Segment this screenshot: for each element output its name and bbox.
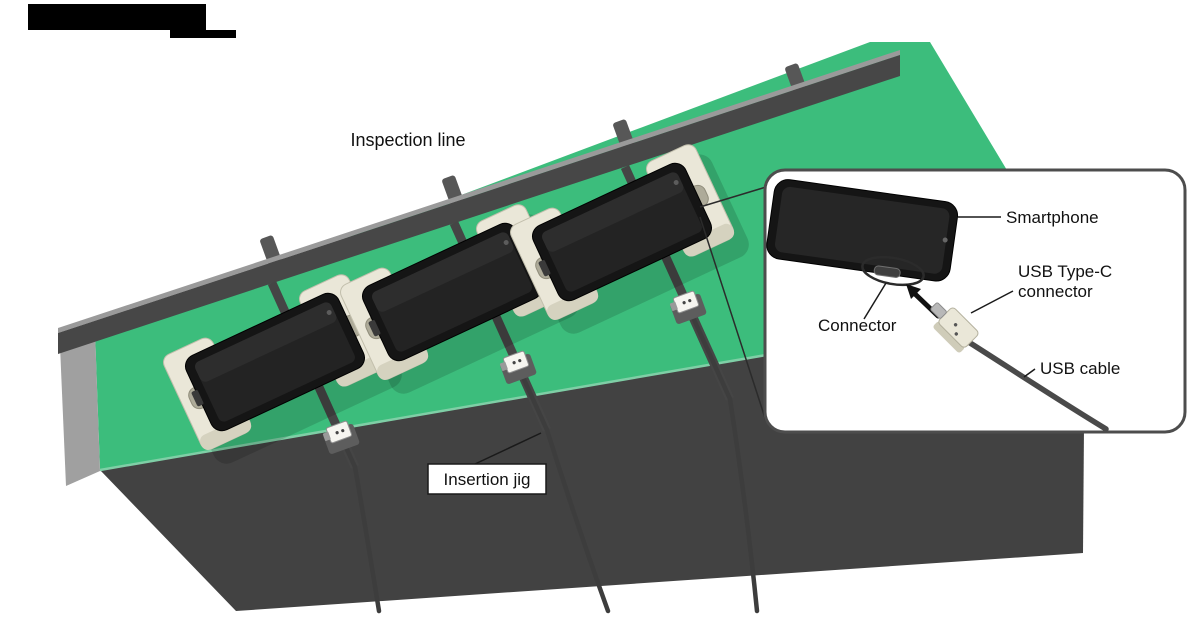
insertion-jig-leader-line [474, 432, 542, 465]
jig-block-back-side [377, 347, 429, 380]
usb-type-c-label-line1: USB Type-C [1018, 262, 1112, 281]
insertion-jig-label-box [427, 463, 547, 495]
connector-label: Connector [818, 316, 897, 335]
usb-cable-station-2 [513, 359, 611, 614]
usb-cable-label: USB cable [1040, 359, 1120, 378]
connector-metal-tip [930, 302, 947, 319]
plug-tip [669, 301, 678, 311]
usb-cable-station-3 [683, 299, 760, 614]
phone-connector-port [191, 390, 204, 407]
inspection-line-label: Inspection line [350, 130, 465, 150]
plug-tip [322, 431, 331, 441]
insertion-jig-label: Insertion jig [444, 470, 531, 489]
usb-plug-block-3 [669, 290, 700, 314]
callout-leader-top [699, 186, 767, 208]
phone-station-1 [163, 274, 402, 464]
connector-side-face [933, 321, 965, 353]
usb-cable-leader-line [1023, 368, 1036, 378]
plug-tip [499, 361, 508, 371]
phone-connector-port [368, 320, 381, 337]
belt-end-cap [60, 331, 100, 486]
connector-highlight-ellipse [861, 255, 925, 287]
screen-glare [542, 172, 684, 252]
usb-type-c-leader-line [970, 290, 1014, 314]
usb-plug-block-2 [499, 350, 530, 374]
back-rail [58, 55, 900, 354]
phone-connector-port [538, 260, 551, 277]
smartphone-screen [372, 232, 532, 352]
callout-leader-bottom [699, 216, 767, 422]
usb-type-c-connector [930, 302, 979, 353]
callout-usb-cable [964, 338, 1109, 432]
camera-dot-icon [942, 237, 948, 243]
connector-leader-line [863, 282, 887, 320]
smartphone-screen [774, 186, 950, 274]
back-rail-top-face [58, 50, 900, 333]
jig-block-front-side [683, 223, 735, 257]
phone-station-3 [510, 144, 749, 334]
camera-dot-icon [326, 309, 332, 315]
screen-glare [195, 302, 337, 382]
callout-smartphone [766, 179, 959, 282]
usb-cable-station-1 [336, 429, 382, 614]
jig-block-back-side [547, 287, 599, 320]
camera-dot-icon [673, 179, 679, 185]
smartphone-screen [542, 172, 702, 292]
jig-block-back-side [200, 417, 252, 450]
camera-dot-icon [503, 239, 509, 245]
detail-callout: Smartphone USB Type-C connector Connecto… [763, 168, 1187, 434]
screen-glare [372, 232, 514, 312]
masthead-bar-small [170, 30, 236, 38]
usb-plug-block-1 [322, 420, 353, 444]
smartphone-screen [195, 302, 355, 422]
insert-arrow-icon [906, 284, 921, 299]
masthead-bar-large [28, 4, 206, 30]
smartphone-label: Smartphone [1006, 208, 1099, 227]
phone-connector-port [873, 265, 901, 278]
usb-type-c-label-line2: connector [1018, 282, 1093, 301]
